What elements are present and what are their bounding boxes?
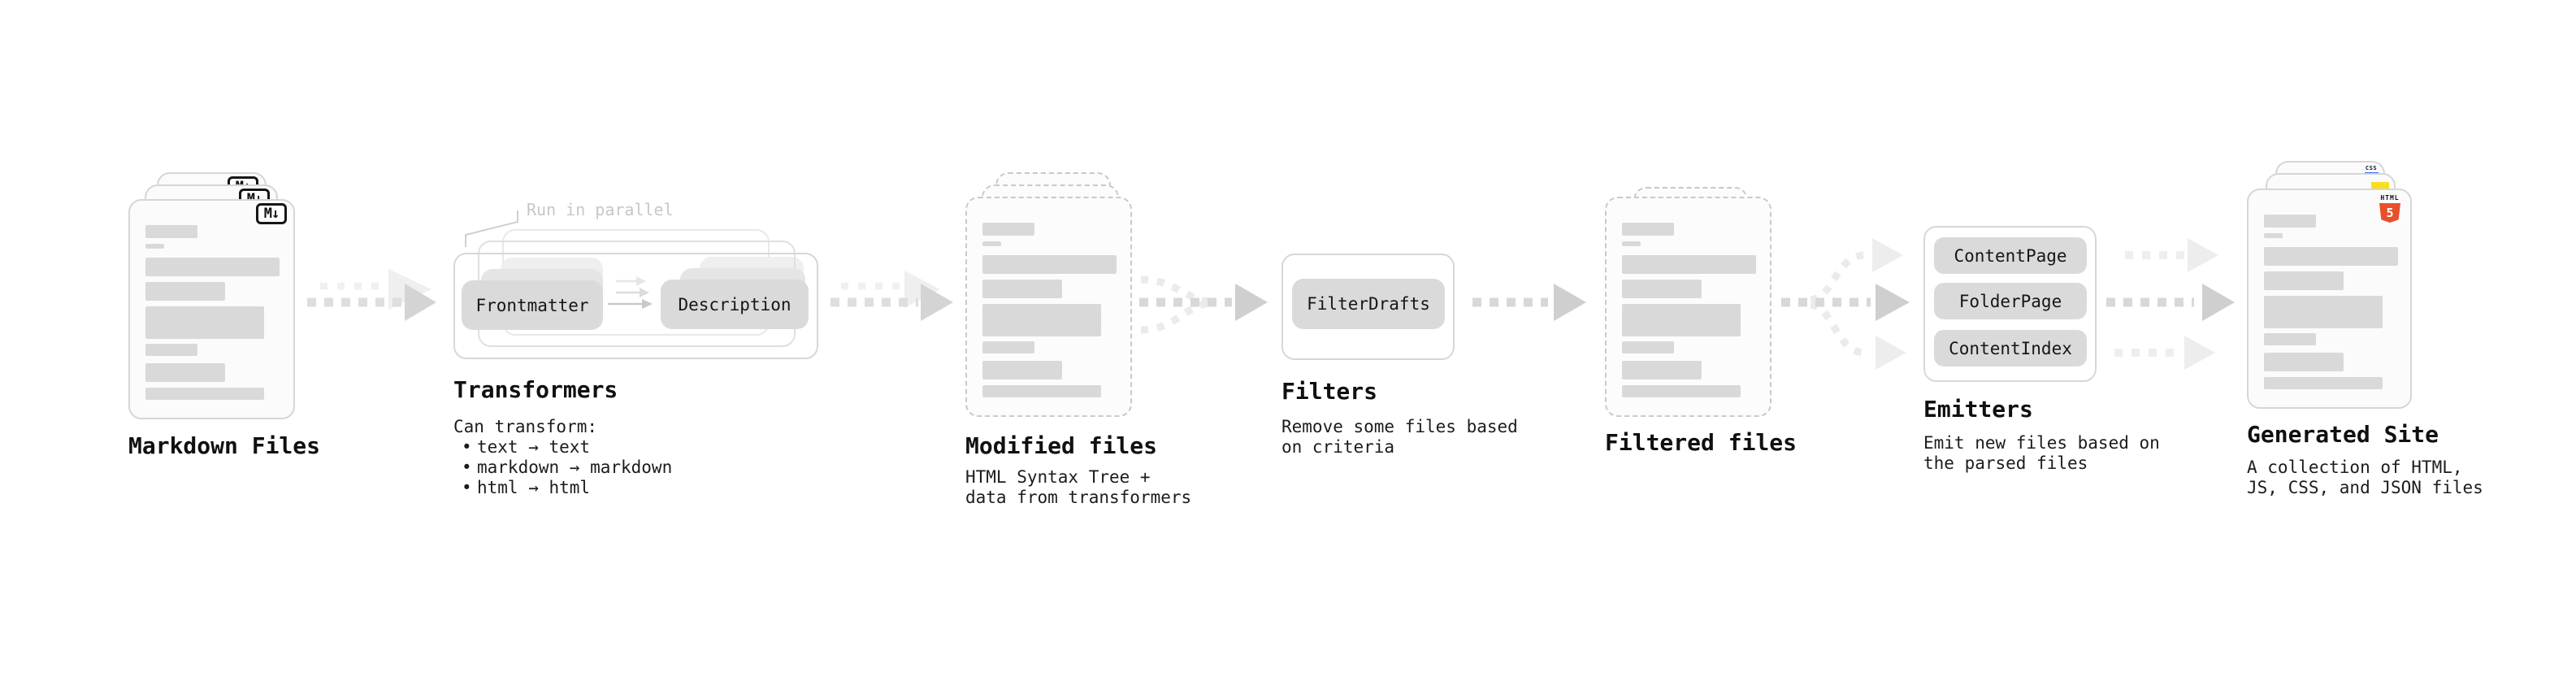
filtered-files-label: Filtered files bbox=[1605, 429, 1798, 456]
frontmatter-pill: Frontmatter bbox=[462, 280, 603, 330]
transform-capability-item: html → html bbox=[453, 478, 672, 498]
generated-site-desc-line: JS, CSS, and JSON files bbox=[2247, 478, 2483, 497]
skeleton-text-bar bbox=[2264, 215, 2316, 228]
skeleton-text-bar bbox=[982, 385, 1101, 397]
skeleton-text-bar bbox=[145, 344, 197, 356]
modified-files-description: HTML Syntax Tree + data from transformer… bbox=[965, 467, 1191, 508]
modified-files-desc-line: HTML Syntax Tree + bbox=[965, 467, 1151, 487]
skeleton-text-bar bbox=[982, 223, 1034, 236]
folderpage-pill: FolderPage bbox=[1934, 283, 2087, 319]
generated-site-label: Generated Site bbox=[2247, 421, 2439, 448]
modified-files-desc-line: data from transformers bbox=[965, 488, 1192, 507]
modified-files-label: Modified files bbox=[965, 432, 1158, 459]
generated-site-description: A collection of HTML, JS, CSS, and JSON … bbox=[2247, 458, 2483, 498]
skeleton-text-bar bbox=[145, 363, 225, 382]
skeleton-text-bar bbox=[2264, 233, 2283, 238]
transform-capability-item: markdown → markdown bbox=[453, 458, 672, 478]
emitters-label: Emitters bbox=[1923, 396, 2033, 423]
arrow-filters-to-filtered bbox=[1472, 284, 1586, 321]
skeleton-text-bar bbox=[1622, 241, 1641, 246]
emitters-desc-line: Emit new files based on bbox=[1923, 433, 2160, 453]
generated-html-file-card: HTML 5 bbox=[2247, 189, 2412, 409]
markdown-icon: M↓ bbox=[256, 203, 287, 224]
skeleton-text-bar bbox=[2264, 377, 2383, 389]
skeleton-text-bar bbox=[982, 304, 1101, 336]
markdown-files-label: Markdown Files bbox=[128, 432, 321, 459]
filters-desc-line: on criteria bbox=[1281, 437, 1395, 457]
arrow-filtered-to-emitters bbox=[1781, 238, 1910, 370]
transformer-layer-front bbox=[453, 253, 818, 359]
transformers-desc-title: Can transform: bbox=[453, 417, 598, 436]
modified-file-card bbox=[965, 197, 1132, 417]
emitters-container bbox=[1923, 226, 2097, 382]
skeleton-text-bar bbox=[982, 255, 1117, 274]
skeleton-text-bar bbox=[1622, 304, 1741, 336]
skeleton-text-bar bbox=[1622, 385, 1741, 397]
filterdrafts-pill: FilterDrafts bbox=[1292, 279, 1445, 329]
skeleton-text-bar bbox=[1622, 255, 1756, 274]
arrow-markdown-to-transformers bbox=[307, 269, 436, 321]
skeleton-text-bar bbox=[2264, 296, 2383, 328]
filtered-file-card bbox=[1605, 197, 1772, 417]
skeleton-text-bar bbox=[1622, 361, 1702, 380]
skeleton-text-bar bbox=[1622, 341, 1674, 354]
skeleton-text-bar bbox=[982, 341, 1034, 354]
generated-site-desc-line: A collection of HTML, bbox=[2247, 458, 2463, 477]
skeleton-text-bar bbox=[145, 388, 264, 400]
skeleton-text-bar bbox=[145, 282, 225, 301]
skeleton-text-bar bbox=[2264, 271, 2344, 290]
html5-icon: HTML 5 bbox=[2378, 195, 2402, 223]
arrow-transformers-to-modified bbox=[830, 271, 953, 321]
arrow-emitters-to-generated bbox=[2106, 238, 2235, 370]
skeleton-text-bar bbox=[1622, 280, 1702, 298]
skeleton-text-bar bbox=[982, 361, 1062, 380]
skeleton-text-bar bbox=[1622, 223, 1674, 236]
filters-description: Remove some files based on criteria bbox=[1281, 417, 1518, 458]
skeleton-text-bar bbox=[2264, 247, 2398, 266]
skeleton-text-bar bbox=[145, 306, 264, 339]
transform-capability-list: text → text markdown → markdown html → h… bbox=[453, 437, 672, 498]
skeleton-text-bar bbox=[145, 258, 280, 276]
skeleton-text-bar bbox=[2264, 333, 2316, 345]
skeleton-text-bar bbox=[982, 241, 1001, 246]
filters-desc-line: Remove some files based bbox=[1281, 417, 1518, 436]
markdown-file-card: M↓ bbox=[128, 199, 295, 419]
run-in-parallel-callout: Run in parallel bbox=[527, 200, 674, 219]
skeleton-text-bar bbox=[145, 225, 197, 238]
skeleton-text-bar bbox=[982, 280, 1062, 298]
filters-label: Filters bbox=[1281, 378, 1378, 405]
transformers-description: Can transform: text → text markdown → ma… bbox=[453, 417, 672, 498]
contentpage-pill: ContentPage bbox=[1934, 237, 2087, 274]
emitters-desc-line: the parsed files bbox=[1923, 453, 2088, 473]
filters-container bbox=[1281, 254, 1455, 360]
emitters-description: Emit new files based on the parsed files bbox=[1923, 433, 2160, 474]
skeleton-text-bar bbox=[145, 244, 164, 249]
transformers-label: Transformers bbox=[453, 376, 618, 403]
description-pill: Description bbox=[661, 280, 809, 329]
skeleton-text-bar bbox=[2264, 353, 2344, 371]
transform-capability-item: text → text bbox=[453, 437, 672, 458]
arrow-modified-to-filters bbox=[1139, 275, 1268, 334]
contentindex-pill: ContentIndex bbox=[1934, 330, 2087, 367]
